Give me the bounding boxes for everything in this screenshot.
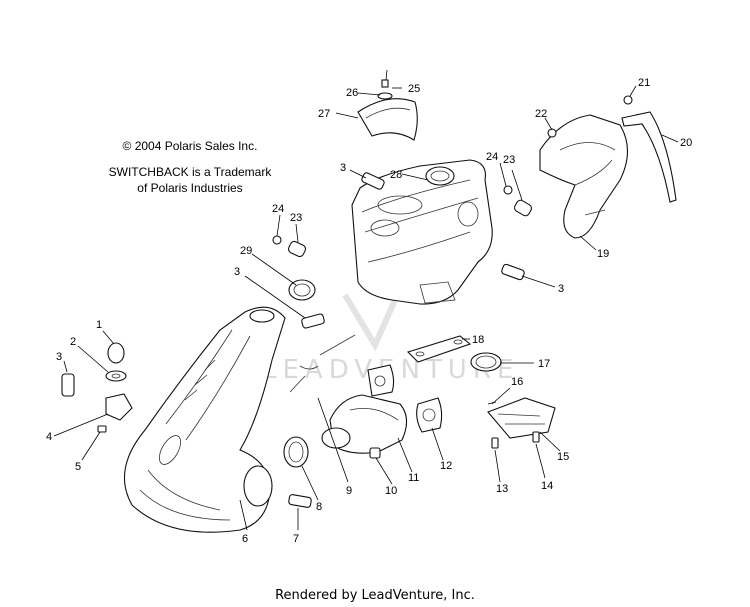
- part-24-nut-left: [272, 235, 282, 245]
- part-6-exhaust-pipe: [123, 306, 286, 533]
- callout-20: 20: [680, 137, 692, 149]
- part-18-gasket-plate: [406, 335, 472, 363]
- callout-22: 22: [535, 108, 547, 120]
- callout-23-right: 23: [503, 154, 515, 166]
- part-3-spring-mid: [301, 313, 325, 329]
- part-24-nut-right: [503, 185, 513, 195]
- part-17-seal-ring: [470, 352, 502, 372]
- callout-7: 7: [293, 533, 299, 545]
- callout-4: 4: [46, 431, 52, 443]
- part-11-flange: [367, 364, 395, 397]
- callout-13: 13: [496, 483, 508, 495]
- callout-10: 10: [385, 485, 397, 497]
- part-25-26-nut-washer: [377, 79, 393, 100]
- callout-29: 29: [240, 245, 252, 257]
- callout-18: 18: [472, 334, 484, 346]
- callout-28: 28: [390, 169, 402, 181]
- part-4-bracket: [105, 393, 133, 421]
- callout-3-right: 3: [558, 283, 564, 295]
- part-3-spring-right: [501, 263, 525, 281]
- part-1-rubber-mount: [107, 342, 125, 364]
- callout-15: 15: [557, 451, 569, 463]
- callout-26: 26: [346, 87, 358, 99]
- part-12-gasket: [416, 397, 443, 433]
- callout-16: 16: [511, 376, 523, 388]
- leader-lines: [53, 69, 679, 531]
- callout-2: 2: [70, 336, 76, 348]
- part-10-bolt: [369, 447, 381, 459]
- callout-23-left: 23: [290, 212, 302, 224]
- part-19-heat-shield: [539, 114, 629, 239]
- watermark-logo: [342, 293, 398, 352]
- callout-25: 25: [408, 83, 420, 95]
- callout-27: 27: [318, 108, 330, 120]
- sensor-probe: [289, 334, 356, 393]
- part-20-bracket: [621, 111, 677, 203]
- callout-3-left: 3: [56, 351, 62, 363]
- part-21-bolt: [623, 95, 633, 105]
- part-23-grommet-left: [287, 240, 307, 258]
- callout-19: 19: [597, 248, 609, 260]
- copyright-notice: © 2004 Polaris Sales Inc. SWITCHBACK is …: [100, 138, 280, 196]
- callout-21: 21: [638, 77, 650, 89]
- footer-credit: Rendered by LeadVenture, Inc.: [275, 588, 475, 603]
- callout-9: 9: [346, 485, 352, 497]
- part-15-shield: [487, 397, 556, 439]
- callout-5: 5: [75, 461, 81, 473]
- part-27-heat-shield: [357, 98, 418, 141]
- callout-12: 12: [440, 460, 452, 472]
- part-8-gasket: [283, 436, 309, 468]
- part-14-screw: [532, 431, 540, 443]
- callout-1: 1: [96, 319, 102, 331]
- copyright-line-1: © 2004 Polaris Sales Inc.: [122, 139, 258, 153]
- callout-3-upper: 3: [340, 162, 346, 174]
- part-22-nut: [547, 128, 557, 138]
- callout-3-mid: 3: [234, 266, 240, 278]
- part-5-screw: [97, 425, 107, 433]
- part-7-spring: [288, 494, 312, 508]
- part-28-muffler: [351, 159, 493, 305]
- callout-17: 17: [538, 358, 550, 370]
- part-3-spring-left: [61, 373, 75, 397]
- callout-6: 6: [242, 533, 248, 545]
- part-16-clip: [487, 401, 497, 405]
- callout-8: 8: [316, 501, 322, 513]
- callout-11: 11: [408, 472, 419, 484]
- part-23-grommet-right: [513, 199, 533, 217]
- part-13-screw: [491, 437, 499, 449]
- part-2-washer: [105, 370, 127, 382]
- copyright-line-3: of Polaris Industries: [137, 181, 243, 195]
- callout-14: 14: [541, 480, 553, 492]
- callout-24-right: 24: [486, 151, 498, 163]
- callout-24-left: 24: [272, 203, 284, 215]
- copyright-line-2: SWITCHBACK is a Trademark: [108, 165, 272, 179]
